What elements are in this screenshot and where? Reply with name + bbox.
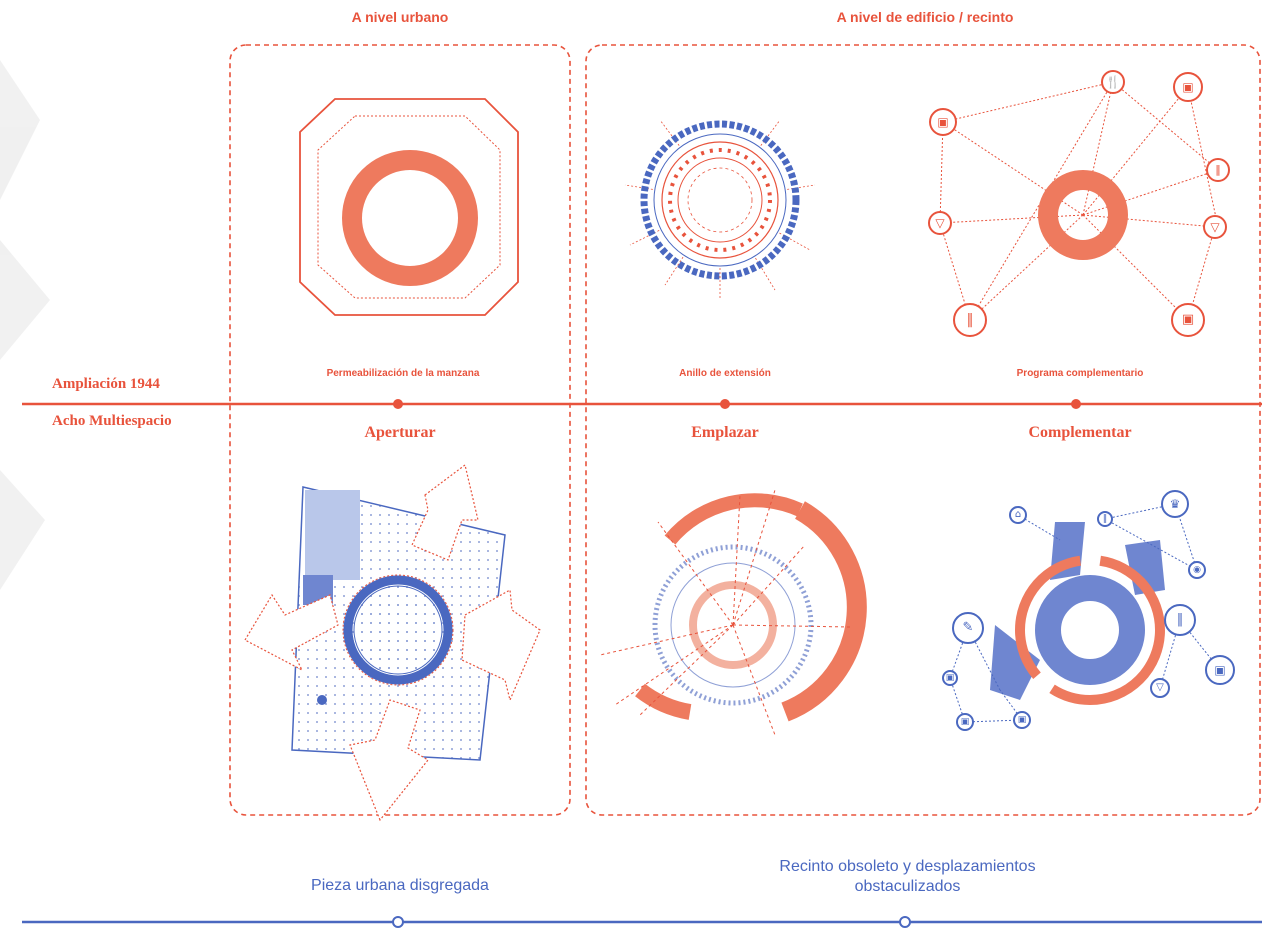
building-frame [585,44,1261,816]
bottom-timeline-node-building[interactable] [899,916,911,928]
emplazar-diagram [599,489,867,736]
timeline-label-bottom: Acho Multiespacio [52,413,172,429]
action-complementar: Complementar [1028,424,1132,441]
fork-knife-icon: 🍴 [1105,75,1121,89]
chef-icon: ♛ [1169,497,1181,511]
timeline-node-aperturar[interactable] [393,399,403,409]
action-emplazar: Emplazar [691,424,759,441]
caption-complementary-program: Programa complementario [1016,368,1144,379]
fork-knife-icon: ‖ [966,312,974,328]
action-aperturar: Aperturar [364,424,436,441]
home-icon: ⌂ [1014,509,1022,520]
cart-icon: ▣ [937,115,949,129]
header-building-level: A nivel de edificio / recinto [836,9,1014,25]
cocktail-icon: ▽ [935,216,945,230]
timeline-node-complementar[interactable] [1071,399,1081,409]
cart-icon: ▣ [1181,312,1195,327]
bottom-label-urban: Pieza urbana disgregada [311,877,489,894]
cart-icon: ▣ [1182,80,1194,94]
header-urban-level: A nivel urbano [351,9,449,25]
cart-icon: ▣ [1214,663,1226,677]
caption-block-permeability: Permeabilización de la manzana [326,368,480,379]
cart-icon: ▣ [960,717,970,727]
camera-icon: ◉ [1193,565,1201,575]
cocktail-icon: ▽ [1210,220,1220,234]
aperturar-diagram [244,463,541,822]
fork-knife-icon: ‖ [1215,163,1221,176]
cart-icon: ▣ [1017,715,1027,725]
pencil-icon: ✎ [962,620,974,635]
complementary-program-network [928,70,1230,337]
bottom-label-building: Recinto obsoleto y desplazamientos obsta… [779,858,1036,895]
cocktail-icon: ▽ [1156,682,1164,693]
extension-ring-diagram [624,119,816,300]
bottom-timeline-node-urban[interactable] [392,916,404,928]
caption-extension-ring: Anillo de extensión [679,368,771,379]
fork-knife-icon: ‖ [1176,612,1184,627]
timeline-label-top: Ampliación 1944 [52,376,160,392]
timeline-node-emplazar[interactable] [720,399,730,409]
urban-frame [229,44,571,816]
background-decoration [0,60,50,590]
fork-knife-icon: ‖ [1102,514,1108,524]
cart-icon: ▣ [945,673,955,683]
block-permeability-diagram [299,98,519,316]
complementar-diagram [942,490,1235,731]
